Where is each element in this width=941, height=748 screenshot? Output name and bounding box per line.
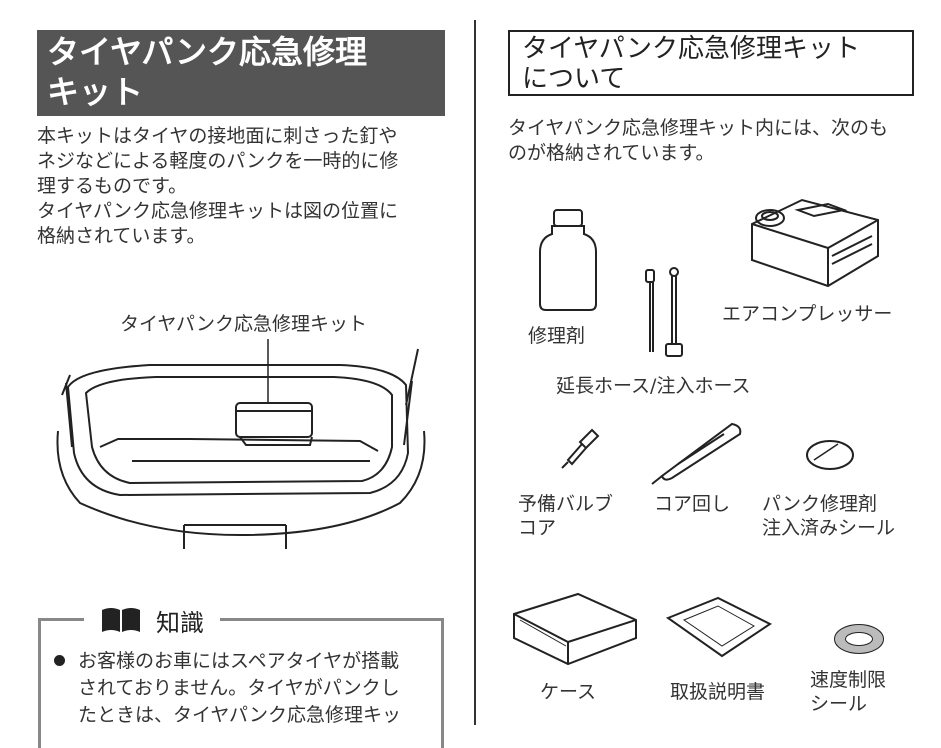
knowledge-title: 知識 xyxy=(156,608,204,637)
air-compressor-icon xyxy=(751,198,879,288)
trunk-illustration xyxy=(56,339,426,549)
right-section-title: タイヤパンク応急修理キット について xyxy=(508,30,914,96)
right-title-line-1: タイヤパンク応急修理キット xyxy=(522,34,861,64)
label-valve-core: 予備バルブ コア xyxy=(518,492,613,540)
right-intro-text: タイヤパンク応急修理キット内には、次のも のが格納されています。 xyxy=(508,116,888,166)
label-sticker-line: 注入済みシール xyxy=(762,517,896,539)
core-tool-icon xyxy=(651,422,742,485)
valve-core-icon xyxy=(561,428,600,469)
sticker-disc-icon xyxy=(806,440,854,470)
label-compressor: エアコンプレッサー xyxy=(722,303,893,325)
repair-agent-bottle-icon xyxy=(539,209,597,311)
label-case: ケース xyxy=(540,681,597,703)
label-sticker-line: パンク修理剤 xyxy=(762,493,877,515)
speed-sticker-icon xyxy=(834,624,884,654)
left-body-line: 理するものです。 xyxy=(37,175,188,197)
knowledge-box xyxy=(38,618,444,748)
label-speed-sticker: 速度制限 シール xyxy=(810,668,886,716)
right-intro-line: タイヤパンク応急修理キット内には、次のも xyxy=(508,117,889,139)
label-speed-sticker-line: 速度制限 xyxy=(810,669,887,691)
column-divider xyxy=(474,20,476,725)
label-hose: 延長ホース/注入ホース xyxy=(556,375,751,397)
knowledge-bullet-text: お客様のお車にはスペアタイヤが搭載 されておりません。タイヤがパンクし たときは… xyxy=(78,648,401,729)
label-valve-core-line: コア xyxy=(518,517,557,539)
left-body-line: 本キットはタイヤの接地面に刺さった釘や xyxy=(37,125,398,147)
left-title-line-2: キット xyxy=(47,73,144,111)
knowledge-line: たときは、タイヤパンク応急修理キッ xyxy=(78,704,402,726)
label-sticker: パンク修理剤 注入済みシール xyxy=(762,492,895,540)
left-body-line: タイヤパンク応急修理キットは図の位置に xyxy=(37,200,399,222)
label-core-tool: コア回し xyxy=(654,493,731,515)
label-valve-core-line: 予備バルブ xyxy=(518,493,614,515)
open-book-icon xyxy=(102,608,140,632)
label-speed-sticker-line: シール xyxy=(810,693,868,715)
label-repair-agent: 修理剤 xyxy=(528,325,586,347)
left-body-text: 本キットはタイヤの接地面に刺さった釘や ネジなどによる軽度のパンクを一時的に修 … xyxy=(37,124,398,249)
left-body-line: ネジなどによる軽度のパンクを一時的に修 xyxy=(37,150,399,172)
knowledge-heading: 知識 xyxy=(84,602,220,638)
manual-icon xyxy=(665,596,772,658)
label-manual: 取扱説明書 xyxy=(670,681,766,703)
case-icon xyxy=(513,592,637,666)
left-section-title: タイヤパンク応急修理 キット xyxy=(37,30,445,116)
knowledge-line: お客様のお車にはスペアタイヤが搭載 xyxy=(78,650,400,672)
bullet-dot xyxy=(54,655,65,666)
hose-icon xyxy=(645,267,683,357)
trunk-figure-label: タイヤパンク応急修理キット xyxy=(120,313,368,335)
left-title-line-1: タイヤパンク応急修理 xyxy=(47,33,368,71)
knowledge-line: されておりません。タイヤがパンクし xyxy=(78,677,400,699)
left-body-line: 格納されています。 xyxy=(37,225,206,247)
right-intro-line: のが格納されています。 xyxy=(508,142,715,164)
right-title-line-2: について xyxy=(522,64,626,94)
